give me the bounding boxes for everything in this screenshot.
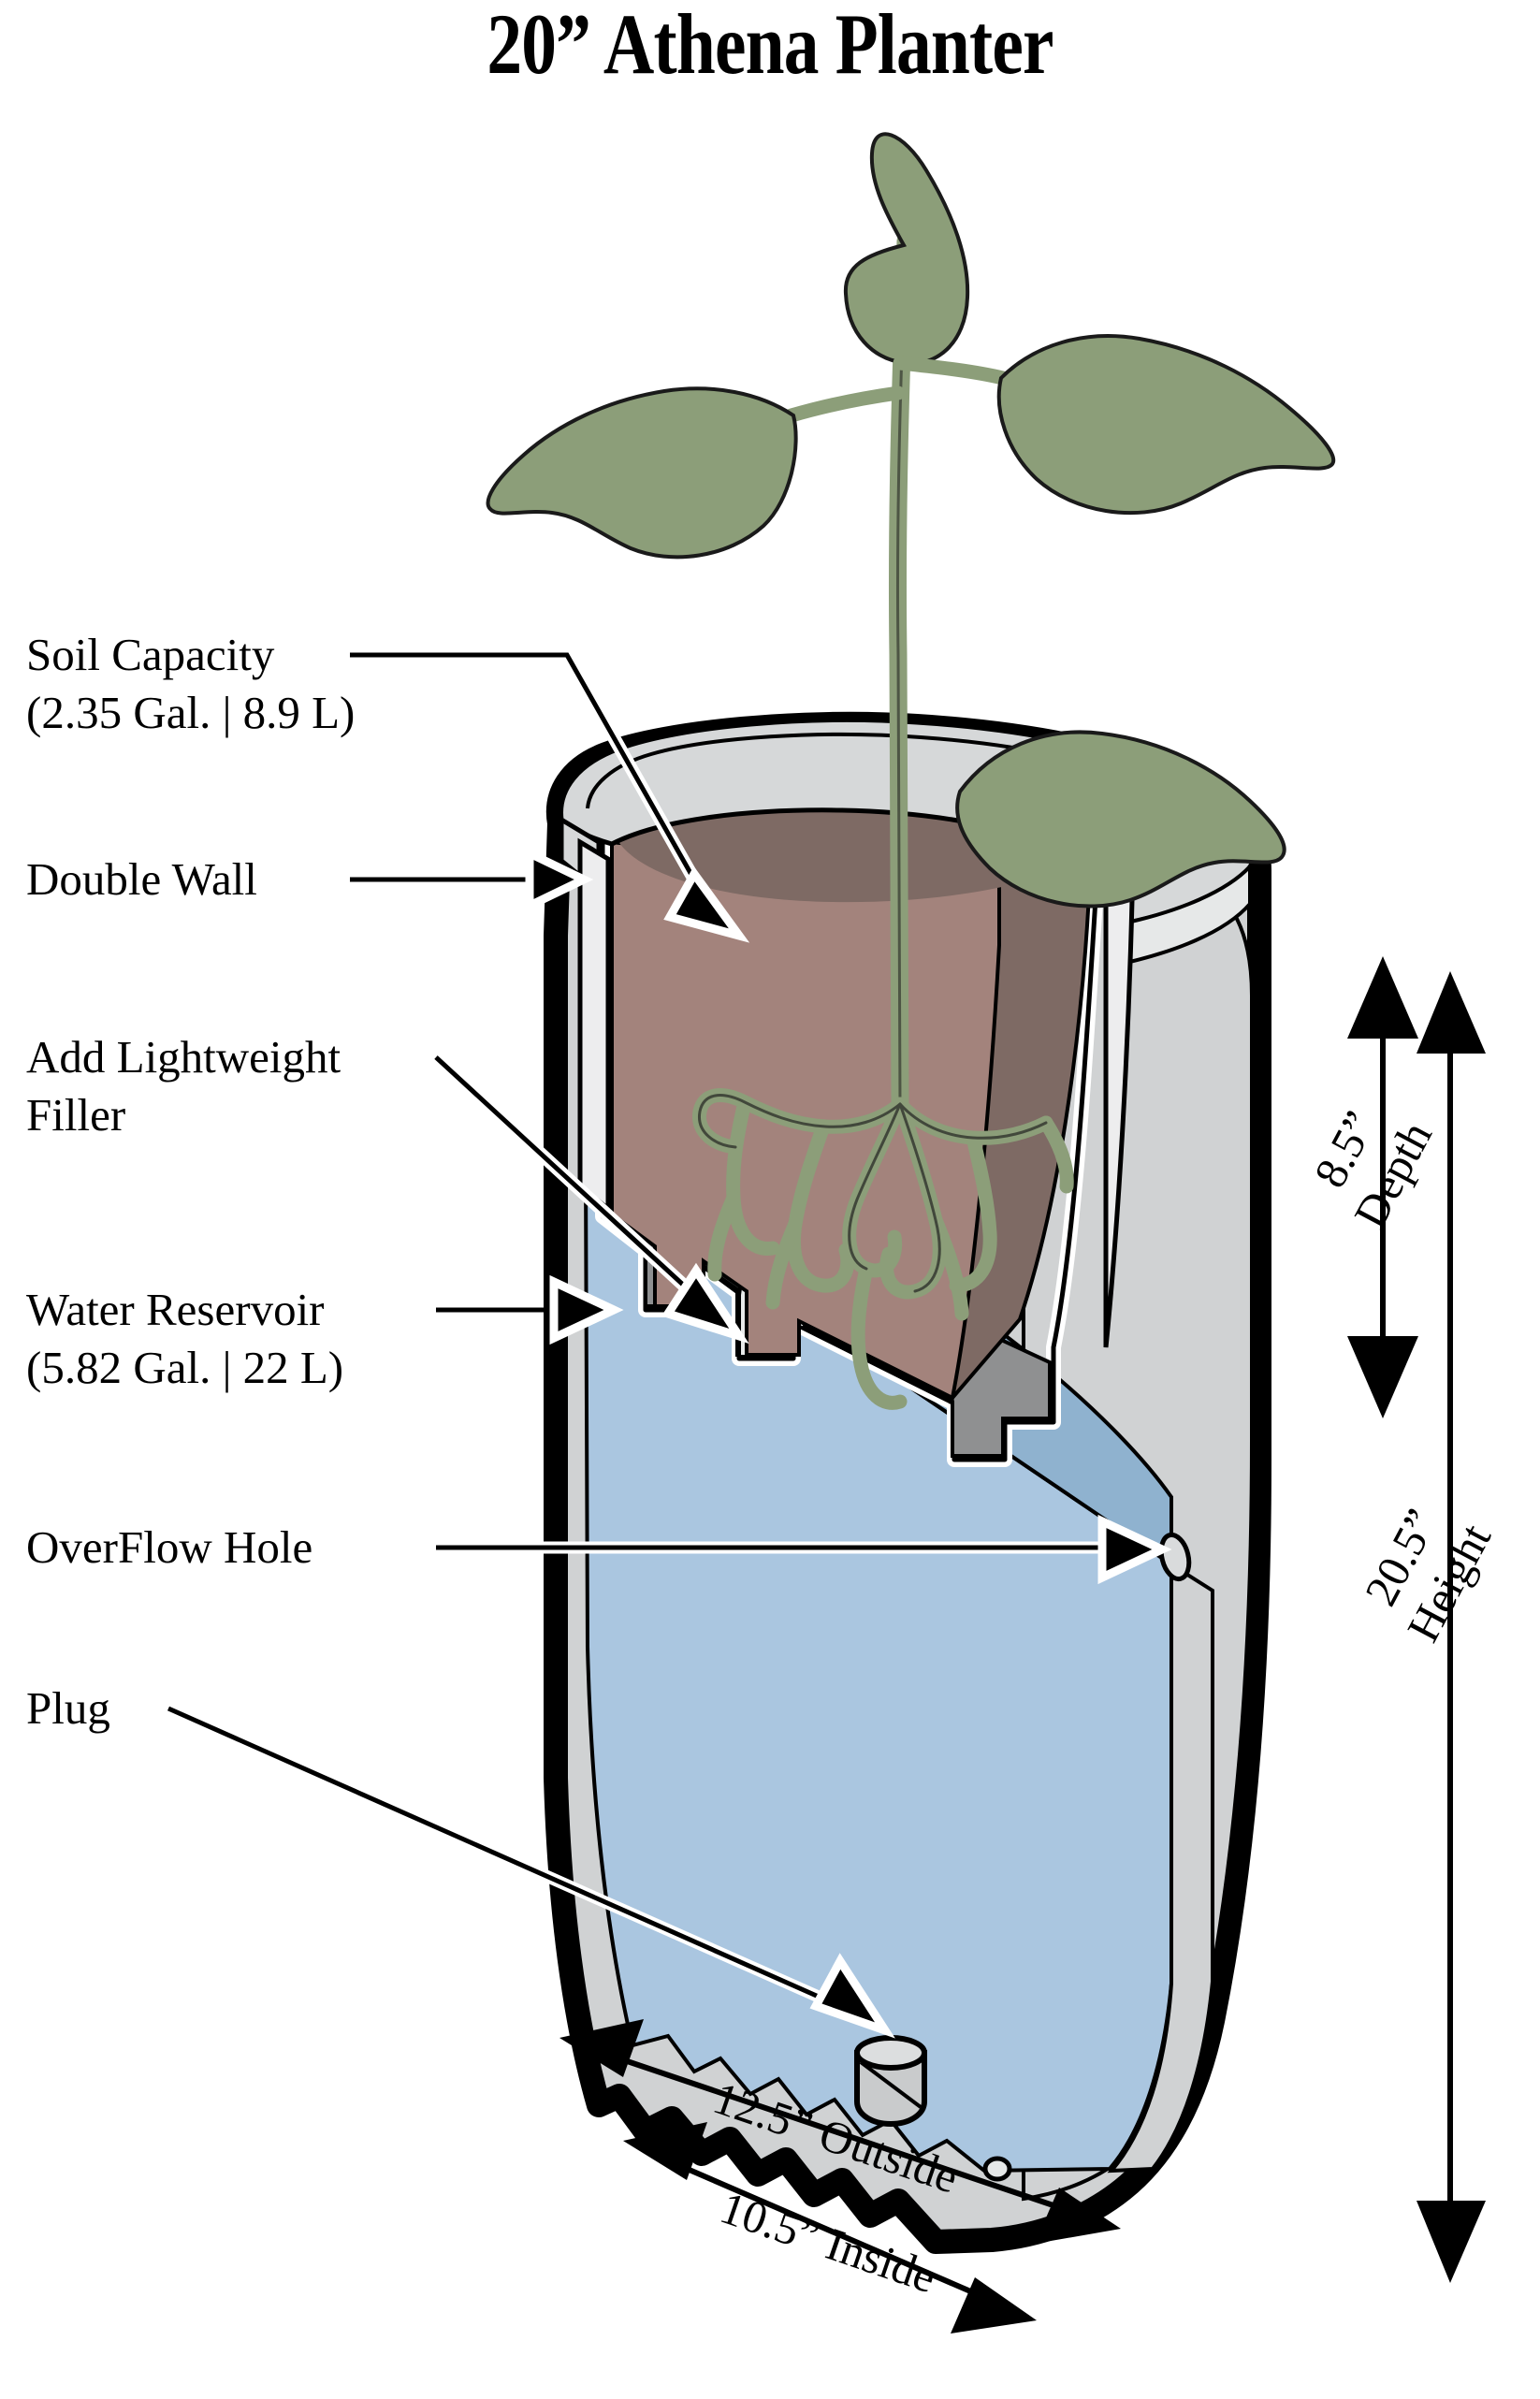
leaf-left	[486, 386, 798, 560]
leader-add-filler	[431, 1052, 749, 1345]
drain-plug	[854, 2035, 927, 2128]
label-overflow-hole: OverFlow Hole	[26, 1521, 312, 1573]
leader-plug	[166, 1703, 895, 2039]
bottom-right-hole	[982, 2156, 1012, 2182]
dimension-height-line	[1417, 971, 1486, 2283]
leaf-right-lower	[955, 730, 1286, 909]
page-title: 20” Athena Planter	[487, 0, 1053, 93]
dimension-outside-line	[559, 2019, 1121, 2244]
dimension-depth-line	[1347, 956, 1418, 1418]
double-wall-cut-right	[1103, 870, 1135, 1348]
label-water-reservoir: Water Reservoir (5.82 Gal. | 22 L)	[26, 1284, 343, 1393]
water-reservoir-body	[583, 1164, 1173, 2174]
label-add-filler-line1: Add Lightweight	[26, 1031, 341, 1083]
leader-overflow-hole	[436, 1514, 1172, 1585]
leader-soil-capacity	[350, 648, 750, 943]
root-system-outline	[698, 1094, 1048, 1293]
label-plug: Plug	[26, 1682, 110, 1734]
label-double-wall-line1: Double Wall	[26, 853, 257, 905]
leaf-top	[843, 132, 970, 366]
rim-right-return	[1111, 861, 1252, 968]
branch-left	[784, 385, 906, 423]
reservoir-inner-right-wall	[1107, 1561, 1214, 2174]
overflow-hole	[1158, 1532, 1192, 1582]
label-overflow-hole-line1: OverFlow Hole	[26, 1521, 312, 1573]
dimension-inside-line	[623, 2122, 1037, 2334]
label-double-wall: Double Wall	[26, 853, 257, 905]
label-add-filler-line2: Filler	[26, 1089, 125, 1141]
label-soil-capacity-line1: Soil Capacity	[26, 629, 275, 680]
label-plug-line1: Plug	[26, 1682, 110, 1734]
label-add-lightweight-filler: Add Lightweight Filler	[26, 1031, 341, 1141]
double-wall-cut-left	[577, 837, 611, 1214]
plant	[486, 132, 1336, 1410]
label-soil-capacity-line2: (2.35 Gal. | 8.9 L)	[26, 687, 355, 738]
branch-right	[893, 356, 1010, 385]
leaf-right-upper	[996, 334, 1336, 516]
leader-water-reservoir	[436, 1274, 624, 1345]
label-water-reservoir-line1: Water Reservoir	[26, 1284, 325, 1335]
plant-stem-outline	[895, 240, 908, 1105]
label-water-reservoir-line2: (5.82 Gal. | 22 L)	[26, 1342, 343, 1393]
planter-illustration	[486, 132, 1336, 2254]
leader-double-wall	[350, 846, 594, 913]
label-soil-capacity: Soil Capacity (2.35 Gal. | 8.9 L)	[26, 629, 355, 738]
